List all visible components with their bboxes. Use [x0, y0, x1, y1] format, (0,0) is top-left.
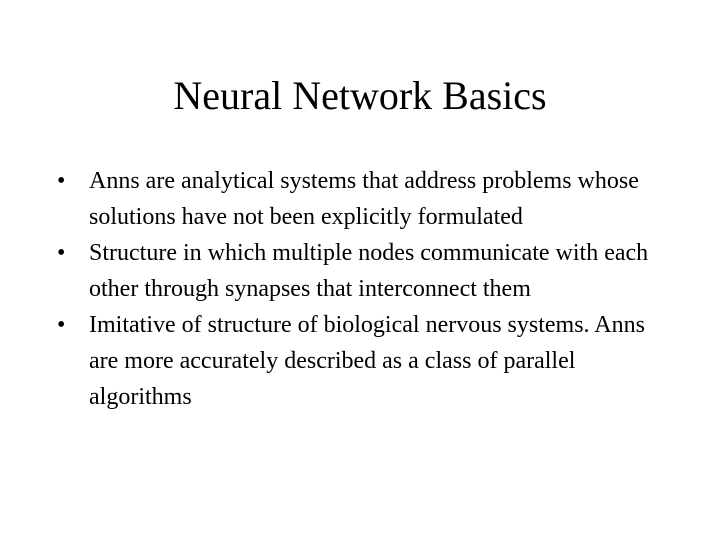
bullet-item-3: • Imitative of structure of biological n… [57, 307, 677, 415]
slide-title: Neural Network Basics [173, 73, 547, 118]
bullet-marker: • [57, 168, 66, 194]
bullet-marker: • [57, 240, 66, 266]
bullet-item-2: • Structure in which multiple nodes comm… [57, 235, 677, 307]
bullet-text: Imitative of structure of biological ner… [89, 312, 645, 410]
bullet-text: Structure in which multiple nodes commun… [89, 240, 649, 302]
bullet-text: Anns are analytical systems that address… [89, 168, 639, 230]
bullet-marker: • [57, 312, 66, 338]
bullet-item-1: • Anns are analytical systems that addre… [57, 163, 677, 235]
bullet-list: • Anns are analytical systems that addre… [57, 163, 677, 415]
